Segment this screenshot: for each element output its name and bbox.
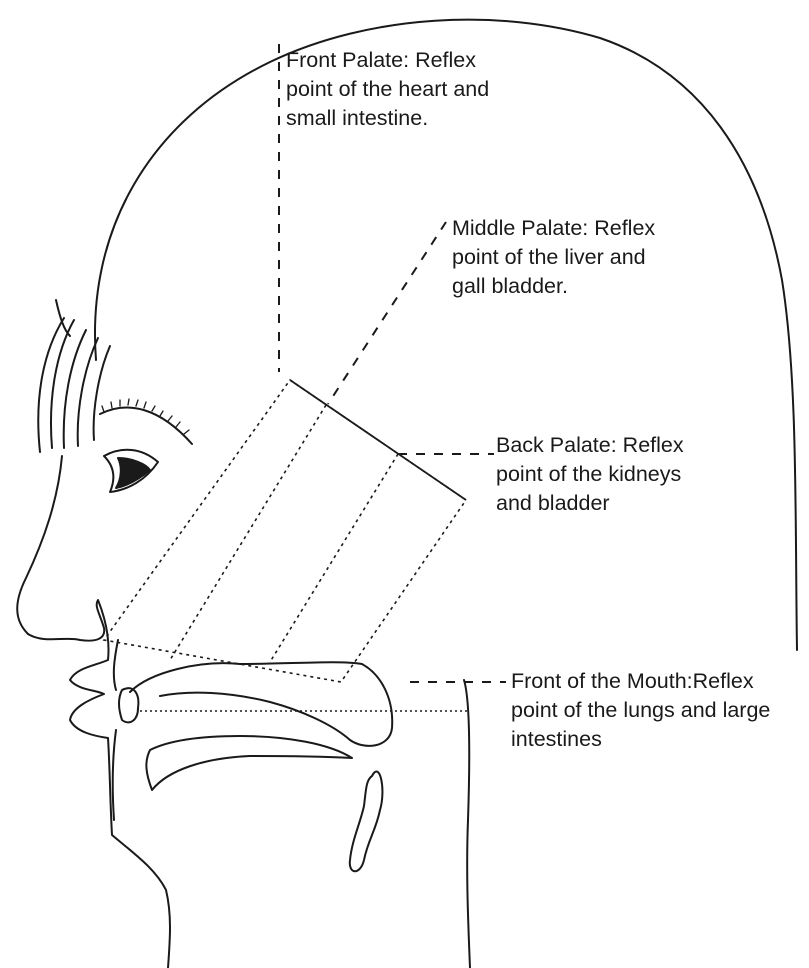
palate-zones	[104, 380, 466, 682]
label-line: gall bladder.	[452, 272, 655, 301]
label-line: Middle Palate: Reflex	[452, 214, 655, 243]
inner-mouth-line	[113, 640, 118, 820]
label-line: point of the kidneys	[496, 460, 684, 489]
label-line: small intestine.	[286, 104, 489, 133]
face-profile	[17, 456, 170, 968]
leader-lines	[279, 44, 506, 682]
hair-strands	[38, 300, 110, 452]
label-line: point of the liver and	[452, 243, 655, 272]
eye-iris	[116, 458, 150, 488]
label-back-palate: Back Palate: Reflex point of the kidneys…	[496, 431, 684, 518]
label-line: intestines	[511, 725, 770, 754]
throat-line	[464, 680, 470, 968]
label-line: point of the lungs and large	[511, 696, 770, 725]
label-line: and bladder	[496, 489, 684, 518]
tongue-curve	[146, 736, 352, 790]
label-line: Back Palate: Reflex	[496, 431, 684, 460]
label-line: Front of the Mouth:Reflex	[511, 667, 770, 696]
label-front-of-mouth: Front of the Mouth:Reflex point of the l…	[511, 667, 770, 754]
palate-curve	[130, 662, 392, 746]
label-middle-palate: Middle Palate: Reflex point of the liver…	[452, 214, 655, 301]
label-line: Front Palate: Reflex	[286, 46, 489, 75]
palate-top-edge	[290, 380, 466, 500]
label-line: point of the heart and	[286, 75, 489, 104]
front-teeth	[119, 688, 138, 722]
label-front-palate: Front Palate: Reflex point of the heart …	[286, 46, 489, 133]
leader-middle-palate	[328, 222, 446, 404]
pharynx-shape	[350, 771, 383, 871]
eyebrow	[100, 407, 192, 444]
